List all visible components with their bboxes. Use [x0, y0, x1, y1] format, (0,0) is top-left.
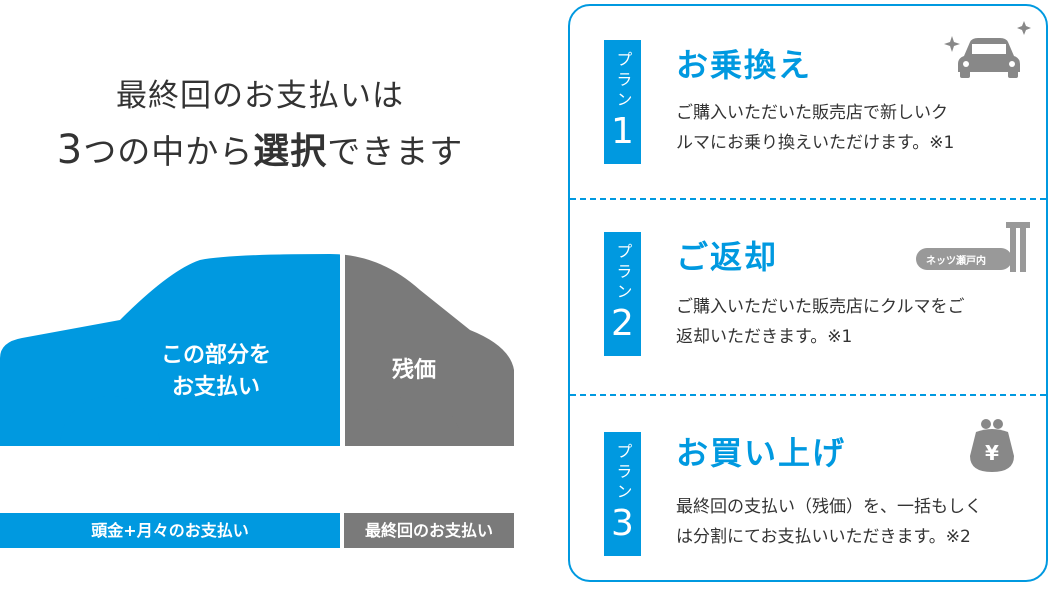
- plan-2-badge: プラン 2: [604, 232, 641, 356]
- car-illustration: [0, 254, 520, 500]
- down-payment-label-2: お支払い: [171, 375, 260, 400]
- dealer-sign-text: ネッツ瀬戸内: [926, 254, 986, 267]
- plan-2-desc-2: 返却いただきます。※1: [676, 327, 853, 347]
- plan-1: プラン 1 お乗換え ご購入いただいた販売店で新しいク ルマにお乗り換えいただけ…: [570, 6, 1046, 198]
- headline-emphasis: 選択: [253, 131, 328, 172]
- plan-2-title: ご返却: [676, 238, 779, 276]
- plan-1-desc: ご購入いただいた販売店で新しいク ルマにお乗り換えいただけます。※1: [676, 98, 1026, 158]
- dealer-sign-icon: ネッツ瀬戸内: [916, 222, 1030, 272]
- plan-1-title: お乗換え: [676, 46, 813, 84]
- plan-2-desc-1: ご購入いただいた販売店にクルマをご: [676, 297, 965, 317]
- plan-3-number: 3: [611, 503, 634, 544]
- plan-2-desc: ご購入いただいた販売店にクルマをご 返却いただきます。※1: [676, 292, 1026, 352]
- plan-3-desc-1: 最終回の支払い（残価）を、一括もしく: [676, 497, 982, 517]
- plan-2-number: 2: [611, 303, 634, 344]
- yen-symbol: ¥: [985, 441, 999, 465]
- down-payment-label: この部分を お支払い: [116, 340, 316, 404]
- plan-2: プラン 2 ご返却 ご購入いただいた販売店にクルマをご 返却いただきます。※1 …: [570, 198, 1046, 394]
- plan-1-number: 1: [611, 111, 634, 152]
- divider-1: [570, 198, 1046, 200]
- plan-2-badge-label: プラン: [613, 243, 633, 303]
- headline-line-1: 最終回のお支払いは: [116, 78, 404, 114]
- plan-1-badge-label: プラン: [613, 51, 633, 111]
- divider-2: [570, 394, 1046, 396]
- car-sparkle-icon: [944, 21, 1031, 78]
- plan-1-badge: プラン 1: [604, 40, 641, 164]
- plan-1-desc-2: ルマにお乗り換えいただけます。※1: [676, 133, 955, 153]
- plan-3: プラン 3 お買い上げ 最終回の支払い（残価）を、一括もしく は分割にてお支払い…: [570, 394, 1046, 580]
- plan-3-desc: 最終回の支払い（残価）を、一括もしく は分割にてお支払いいただきます。※2: [676, 492, 1026, 552]
- headline-number: 3: [56, 127, 84, 173]
- plan-3-desc-2: は分割にてお支払いいただきます。※2: [676, 527, 971, 547]
- coin-purse-icon: ¥: [970, 419, 1014, 472]
- plan-3-title: お買い上げ: [676, 434, 847, 472]
- plan-3-badge: プラン 3: [604, 432, 641, 556]
- plans-panel: プラン 1 お乗換え ご購入いただいた販売店で新しいク ルマにお乗り換えいただけ…: [568, 4, 1048, 582]
- headline-text-a: つの中から: [83, 132, 254, 171]
- residual-label: 残価: [391, 358, 436, 383]
- final-payment-bar: 最終回のお支払い: [344, 513, 514, 548]
- plan-1-desc-1: ご購入いただいた販売店で新しいク: [676, 103, 948, 123]
- plan-3-badge-label: プラン: [613, 443, 633, 503]
- monthly-payment-bar: 頭金+月々のお支払い: [0, 513, 340, 548]
- headline-line-2: 3つの中から選択できます: [0, 124, 520, 178]
- headline: 最終回のお支払いは 3つの中から選択できます: [0, 72, 520, 178]
- headline-text-b: できます: [327, 132, 464, 171]
- down-payment-label-1: この部分を: [160, 343, 271, 368]
